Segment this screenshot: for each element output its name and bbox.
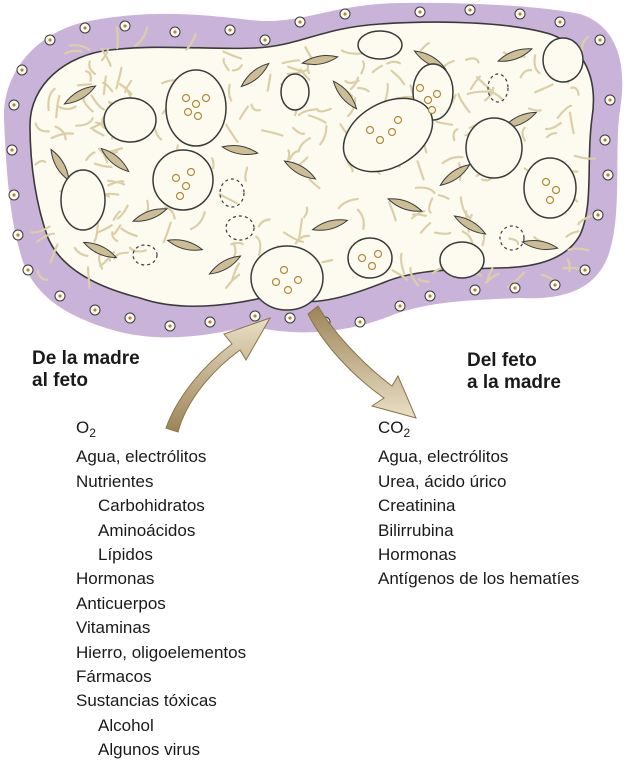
list-item: Bilirrubina [378, 519, 579, 543]
item-text: Antígenos de los hematíes [378, 569, 580, 589]
item-text: Nutrientes [76, 471, 154, 491]
item-subscript: 2 [89, 426, 96, 440]
list-item: Alcohol [76, 714, 246, 738]
heading-fetus-to-mother: Del feto a la madre [467, 350, 561, 394]
item-text: Vitaminas [76, 618, 151, 638]
arrow-mother-to-fetus [165, 317, 272, 433]
heading-line: Del feto [467, 350, 537, 371]
item-text: Creatinina [378, 496, 456, 516]
list-item: Agua, electrólitos [76, 445, 246, 469]
item-text: Algunos virus [98, 740, 201, 760]
arrow-fetus-to-mother [307, 305, 417, 419]
item-text: Hormonas [76, 569, 155, 589]
item-text: Fármacos [76, 667, 152, 687]
list-item: O2 [76, 416, 246, 445]
list-item: Antígenos de los hematíes [378, 567, 579, 591]
spindle-cells [50, 48, 559, 275]
list-item: Agua, electrólitos [378, 445, 579, 469]
item-text: Agua, electrólitos [378, 447, 509, 467]
list-item: Carbohidratos [76, 494, 246, 518]
item-text: Anticuerpos [76, 593, 166, 613]
item-text: Lípidos [98, 545, 153, 565]
list-item: Hormonas [76, 567, 246, 591]
item-text: CO [378, 418, 404, 437]
item-text: Carbohidratos [98, 496, 205, 516]
list-item: Hierro, oligoelementos [76, 641, 246, 665]
list-item: Nutrientes [76, 470, 246, 494]
list-item: Anticuerpos [76, 592, 246, 616]
list-item: Fármacos [76, 665, 246, 689]
item-text: Agua, electrólitos [76, 447, 207, 467]
small-vessels [132, 73, 525, 266]
item-text: O [76, 418, 90, 437]
list-item: Hormonas [378, 543, 579, 567]
heading-line: a la madre [467, 372, 561, 393]
list-item: CO2 [378, 416, 579, 445]
maternal-red-cells [6, 4, 616, 332]
item-text: Sustancias tóxicas [76, 691, 217, 711]
heading-mother-to-fetus: De la madre al feto [32, 348, 140, 392]
list-item: Lípidos [76, 543, 246, 567]
fetal-red-cells [171, 83, 561, 295]
item-text: Hormonas [378, 545, 457, 565]
list-item: Urea, ácido úrico [378, 470, 579, 494]
item-text: Hierro, oligoelementos [76, 642, 247, 662]
list-item: Algunos virus [76, 738, 246, 762]
item-text: Urea, ácido úrico [378, 471, 507, 491]
list-item: Sustancias tóxicas [76, 689, 246, 713]
list-item: Aminoácidos [76, 519, 246, 543]
heading-line: De la madre [32, 348, 140, 369]
list-item: Vitaminas [76, 616, 246, 640]
item-text: Alcohol [98, 715, 154, 735]
list-item: Creatinina [378, 494, 579, 518]
heading-line: al feto [32, 370, 88, 391]
item-text: Bilirrubina [378, 520, 454, 540]
fetal-capillaries [60, 30, 584, 311]
item-subscript: 2 [403, 426, 411, 440]
item-text: Aminoácidos [98, 520, 196, 540]
